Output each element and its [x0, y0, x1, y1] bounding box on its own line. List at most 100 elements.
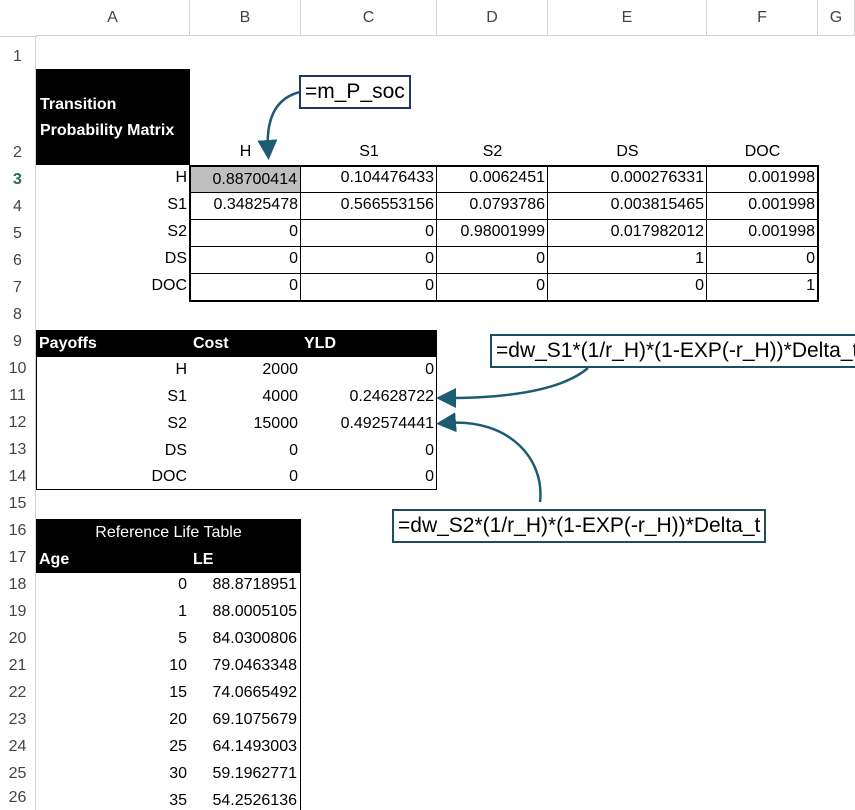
row-header-15[interactable]: 15: [0, 489, 36, 516]
life-table-le-cell[interactable]: 88.8718951: [212, 576, 297, 593]
payoffs-yld-cell[interactable]: 0: [425, 442, 434, 459]
life-table-le-cell[interactable]: 59.1962771: [212, 765, 297, 782]
life-table-header-le[interactable]: LE: [193, 551, 214, 568]
matrix-cell[interactable]: 0: [425, 277, 434, 294]
row-header-26[interactable]: 26: [0, 786, 36, 810]
column-header-c[interactable]: C: [301, 0, 437, 36]
column-header-f[interactable]: F: [707, 0, 818, 36]
matrix-col-header-ds[interactable]: DS: [616, 143, 639, 160]
matrix-cell[interactable]: 0.000276331: [610, 169, 704, 186]
matrix-cell[interactable]: 0: [289, 277, 298, 294]
matrix-cell[interactable]: 0: [425, 250, 434, 267]
matrix-cell[interactable]: 1: [806, 277, 815, 294]
matrix-cell[interactable]: 0: [806, 250, 815, 267]
life-table-le-cell[interactable]: 88.0005105: [212, 603, 297, 620]
matrix-cell[interactable]: 0.001998: [748, 223, 815, 240]
column-header-b[interactable]: B: [190, 0, 301, 36]
column-header-a[interactable]: A: [36, 0, 190, 36]
matrix-cell[interactable]: 0.001998: [748, 196, 815, 213]
matrix-row-label-doc[interactable]: DOC: [151, 277, 187, 294]
payoffs-yld-cell[interactable]: 0: [425, 468, 434, 485]
matrix-row-label-ds[interactable]: DS: [164, 250, 187, 267]
row-header-18[interactable]: 18: [0, 570, 36, 597]
row-header-23[interactable]: 23: [0, 705, 36, 732]
column-header-e[interactable]: E: [548, 0, 707, 36]
life-table-title[interactable]: Reference Life Table: [36, 519, 301, 546]
life-table-le-cell[interactable]: 74.0665492: [212, 684, 297, 701]
row-header-9[interactable]: 9: [0, 327, 36, 354]
life-table-le-cell[interactable]: 64.1493003: [212, 738, 297, 755]
row-header-8[interactable]: 8: [0, 300, 36, 327]
life-table-age-cell[interactable]: 15: [169, 684, 187, 701]
column-header-d[interactable]: D: [437, 0, 548, 36]
life-table-le-cell[interactable]: 79.0463348: [212, 657, 297, 674]
matrix-cell[interactable]: 0: [536, 250, 545, 267]
matrix-cell[interactable]: 0: [695, 277, 704, 294]
life-table-age-cell[interactable]: 0: [178, 576, 187, 593]
matrix-cell[interactable]: 0.0062451: [469, 169, 545, 186]
row-header-12[interactable]: 12: [0, 408, 36, 435]
matrix-cell[interactable]: 1: [695, 250, 704, 267]
row-header-20[interactable]: 20: [0, 624, 36, 651]
row-header-7[interactable]: 7: [0, 273, 36, 300]
life-table-age-cell[interactable]: 35: [169, 792, 187, 809]
payoffs-row-label[interactable]: DS: [164, 442, 187, 459]
payoffs-yld-cell[interactable]: 0: [425, 361, 434, 378]
life-table-le-cell[interactable]: 84.0300806: [212, 630, 297, 647]
life-table-le-cell[interactable]: 69.1075679: [212, 711, 297, 728]
matrix-cell[interactable]: 0.0793786: [469, 196, 545, 213]
payoffs-cost-cell[interactable]: 4000: [262, 388, 298, 405]
row-header-25[interactable]: 25: [0, 759, 36, 786]
payoffs-cost-cell[interactable]: 0: [289, 468, 298, 485]
payoffs-cost-cell[interactable]: 2000: [262, 361, 298, 378]
matrix-cell[interactable]: 0: [289, 250, 298, 267]
matrix-row-label-s2[interactable]: S2: [167, 223, 187, 240]
matrix-row-label-s1[interactable]: S1: [167, 196, 187, 213]
row-header-1[interactable]: 1: [0, 36, 36, 69]
life-table-header-age[interactable]: Age: [39, 551, 70, 568]
payoffs-cost-cell[interactable]: 15000: [253, 415, 299, 432]
matrix-cell[interactable]: 0.001998: [748, 169, 815, 186]
row-header-5[interactable]: 5: [0, 219, 36, 246]
life-table-age-cell[interactable]: 25: [169, 738, 187, 755]
matrix-cell[interactable]: 0.003815465: [610, 196, 704, 213]
row-header-2[interactable]: 2: [0, 69, 36, 165]
matrix-cell[interactable]: 0: [289, 223, 298, 240]
matrix-col-header-s1[interactable]: S1: [359, 143, 379, 160]
row-header-17[interactable]: 17: [0, 543, 36, 570]
row-header-24[interactable]: 24: [0, 732, 36, 759]
payoffs-cost-cell[interactable]: 0: [289, 442, 298, 459]
matrix-cell[interactable]: 0: [536, 277, 545, 294]
column-header-g[interactable]: G: [818, 0, 855, 36]
payoffs-row-label[interactable]: S1: [167, 388, 187, 405]
life-table-le-cell[interactable]: 54.2526136: [212, 792, 297, 809]
matrix-col-header-doc[interactable]: DOC: [744, 143, 781, 160]
life-table-age-cell[interactable]: 30: [169, 765, 187, 782]
row-header-10[interactable]: 10: [0, 354, 36, 381]
matrix-col-header-s2[interactable]: S2: [482, 143, 503, 160]
row-header-6[interactable]: 6: [0, 246, 36, 273]
matrix-cell[interactable]: 0.017982012: [610, 223, 704, 240]
row-header-21[interactable]: 21: [0, 651, 36, 678]
matrix-cell-selected[interactable]: 0.88700414: [191, 167, 300, 192]
life-table-age-cell[interactable]: 20: [169, 711, 187, 728]
life-table-age-cell[interactable]: 10: [169, 657, 187, 674]
matrix-cell[interactable]: 0.98001999: [460, 223, 545, 240]
matrix-cell[interactable]: 0.104476433: [340, 169, 434, 186]
matrix-cell[interactable]: 0.34825478: [213, 196, 298, 213]
payoffs-row-label[interactable]: S2: [167, 415, 187, 432]
payoffs-header-yld[interactable]: YLD: [304, 335, 336, 352]
payoffs-yld-cell[interactable]: 0.492574441: [340, 415, 434, 432]
payoffs-row-label[interactable]: DOC: [151, 468, 187, 485]
row-header-3[interactable]: 3: [0, 165, 36, 192]
row-header-19[interactable]: 19: [0, 597, 36, 624]
matrix-col-header-h[interactable]: H: [239, 143, 252, 160]
matrix-cell[interactable]: 0.566553156: [340, 196, 434, 213]
life-table-age-cell[interactable]: 5: [178, 630, 187, 647]
payoffs-header-label[interactable]: Payoffs: [39, 335, 97, 352]
row-header-4[interactable]: 4: [0, 192, 36, 219]
row-header-13[interactable]: 13: [0, 435, 36, 462]
row-header-14[interactable]: 14: [0, 462, 36, 489]
payoffs-row-label[interactable]: H: [175, 361, 187, 378]
payoffs-yld-cell[interactable]: 0.24628722: [349, 388, 434, 405]
